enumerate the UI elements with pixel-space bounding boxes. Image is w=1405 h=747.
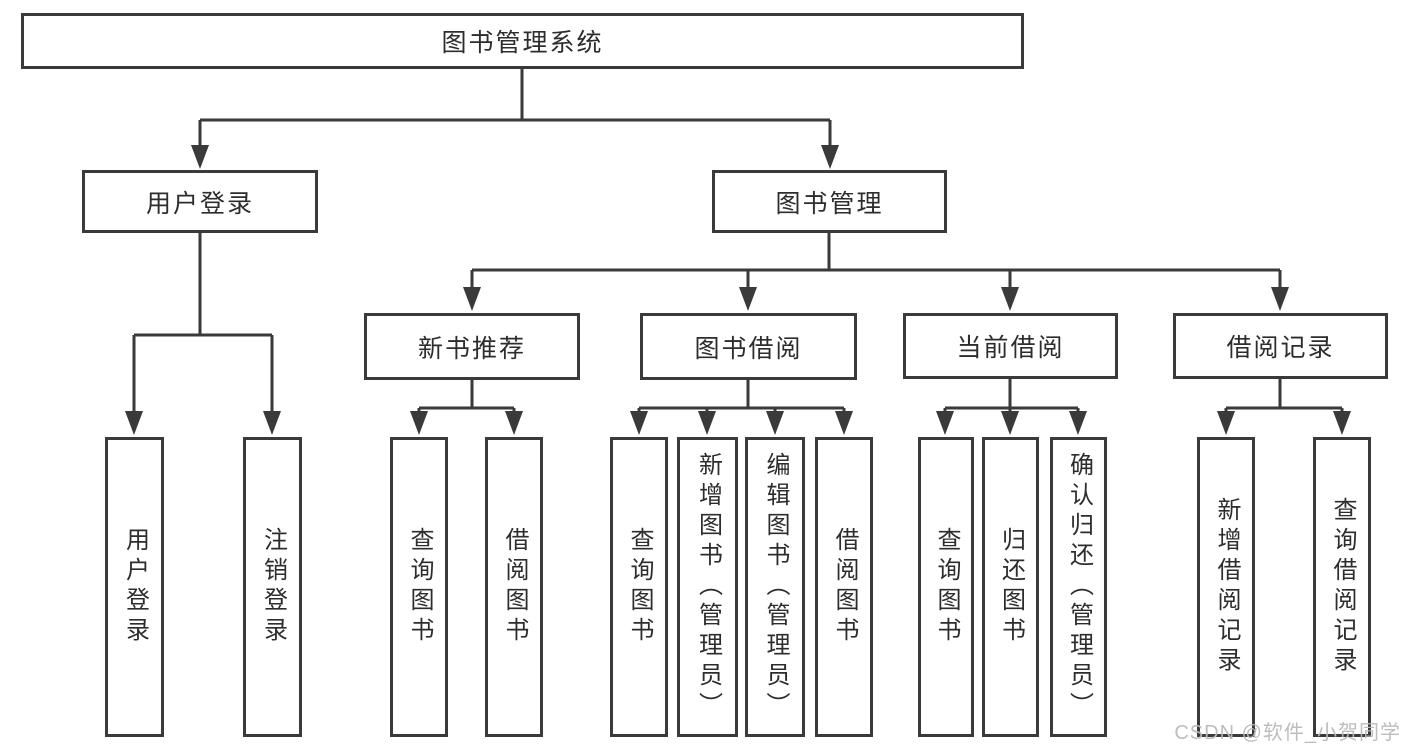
node-user-login: 用户登录	[82, 170, 318, 233]
leaf-borrow-books-2: 借阅图书	[815, 437, 873, 737]
arrowheads	[125, 145, 1351, 435]
node-label: 新书推荐	[417, 334, 526, 363]
node-label: 编辑图书（管理员）	[762, 452, 789, 722]
node-label: 查询图书	[406, 527, 433, 647]
leaf-confirm-return-admin: 确认归还（管理员）	[1050, 437, 1107, 737]
node-label: 用户登录	[145, 189, 254, 218]
node-label: 借阅图书	[831, 527, 858, 647]
leaf-logout: 注销登录	[243, 437, 302, 737]
node-label: 新增图书（管理员）	[694, 452, 722, 722]
node-label: 借阅记录	[1226, 334, 1335, 362]
leaf-add-book-admin: 新增图书（管理员）	[677, 437, 738, 737]
node-library-management-system: 图书管理系统	[21, 13, 1024, 69]
node-label: 图书借阅	[694, 334, 803, 363]
leaf-query-books-2: 查询图书	[610, 437, 668, 737]
leaf-query-books-3: 查询图书	[918, 437, 974, 737]
leaf-return-book: 归还图书	[982, 437, 1039, 737]
node-book-borrow: 图书借阅	[640, 313, 857, 380]
leaf-borrow-books-1: 借阅图书	[485, 437, 543, 737]
node-label: 当前借阅	[956, 334, 1065, 362]
node-label: 新增借阅记录	[1213, 497, 1240, 677]
leaf-query-borrow-record: 查询借阅记录	[1313, 437, 1371, 737]
node-label: 图书管理系统	[441, 29, 604, 57]
node-label: 注销登录	[259, 527, 287, 647]
node-borrow-records: 借阅记录	[1173, 313, 1388, 379]
leaf-edit-book-admin: 编辑图书（管理员）	[745, 437, 805, 737]
node-current-borrow: 当前借阅	[903, 313, 1118, 379]
node-label: 查询图书	[626, 527, 653, 647]
node-label: 图书管理	[775, 189, 884, 218]
csdn-watermark: CSDN @软件_小贺同学	[1174, 722, 1401, 744]
node-label: 查询借阅记录	[1329, 497, 1356, 677]
node-label: 查询图书	[933, 527, 960, 647]
node-book-management: 图书管理	[712, 170, 947, 233]
node-label: 确认归还（管理员）	[1065, 452, 1093, 722]
leaf-query-books-1: 查询图书	[390, 437, 448, 737]
node-new-book-recommend: 新书推荐	[364, 313, 580, 380]
node-label: 借阅图书	[501, 527, 528, 647]
leaf-add-borrow-record: 新增借阅记录	[1197, 437, 1255, 737]
node-label: 用户登录	[121, 527, 149, 647]
node-label: 归还图书	[997, 527, 1025, 647]
leaf-user-login: 用户登录	[105, 437, 164, 737]
